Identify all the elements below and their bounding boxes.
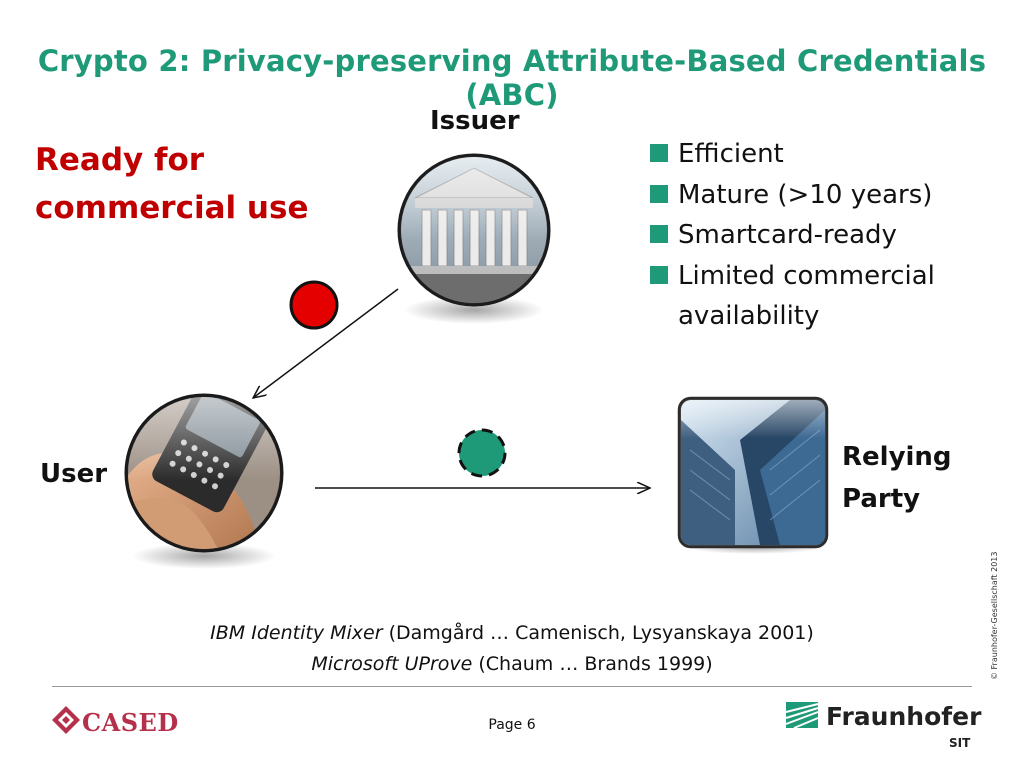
relying-line-2: Party <box>842 484 921 514</box>
feature-item: Efficient <box>650 134 980 175</box>
ready-for-commercial-use: Ready for commercial use <box>35 136 308 232</box>
feature-list: Efficient Mature (>10 years) Smartcard-r… <box>650 134 980 337</box>
feature-item: Smartcard-ready <box>650 215 980 256</box>
fraunhofer-logo-icon <box>785 702 819 729</box>
bullet-square-icon <box>650 225 668 243</box>
relying-line-1: Relying <box>842 442 952 472</box>
credential-token-red <box>289 280 339 330</box>
references: IBM Identity Mixer (Damgård … Camenisch,… <box>0 618 1024 680</box>
phone-hand-icon <box>124 393 284 569</box>
page-number: Page 6 <box>488 717 536 733</box>
feature-item-continuation: availability <box>678 301 820 331</box>
relying-party-label: Relying Party <box>842 436 952 520</box>
slide-title: Crypto 2: Privacy-preserving Attribute-B… <box>37 44 987 112</box>
ready-line-1: Ready for <box>35 142 205 178</box>
credential-token-green-dashed <box>457 428 507 478</box>
reference-idemix: IBM Identity Mixer (Damgård … Camenisch,… <box>210 622 814 644</box>
feature-item: Limited commercial <box>650 256 980 297</box>
copyright-notice: © Fraunhofer-Gesellschaft 2013 <box>990 551 999 680</box>
footer-divider <box>52 686 972 687</box>
cased-logo-icon <box>52 706 80 734</box>
user-label: User <box>40 459 108 489</box>
bullet-square-icon <box>650 265 668 284</box>
fraunhofer-logo-text: Fraunhofer <box>826 702 982 731</box>
cased-logo-text: CASED <box>82 708 179 737</box>
courthouse-icon <box>397 153 551 324</box>
skyscraper-icon <box>677 396 829 554</box>
sit-logo-text: SIT <box>949 736 971 750</box>
bullet-square-icon <box>650 184 668 203</box>
bullet-square-icon <box>650 144 668 162</box>
feature-item: Mature (>10 years) <box>650 175 980 216</box>
issuer-label: Issuer <box>430 106 520 136</box>
reference-uprove: Microsoft UProve (Chaum … Brands 1999) <box>311 653 713 675</box>
issuer-to-user-arrow <box>253 288 399 398</box>
ready-line-2: commercial use <box>35 190 309 226</box>
